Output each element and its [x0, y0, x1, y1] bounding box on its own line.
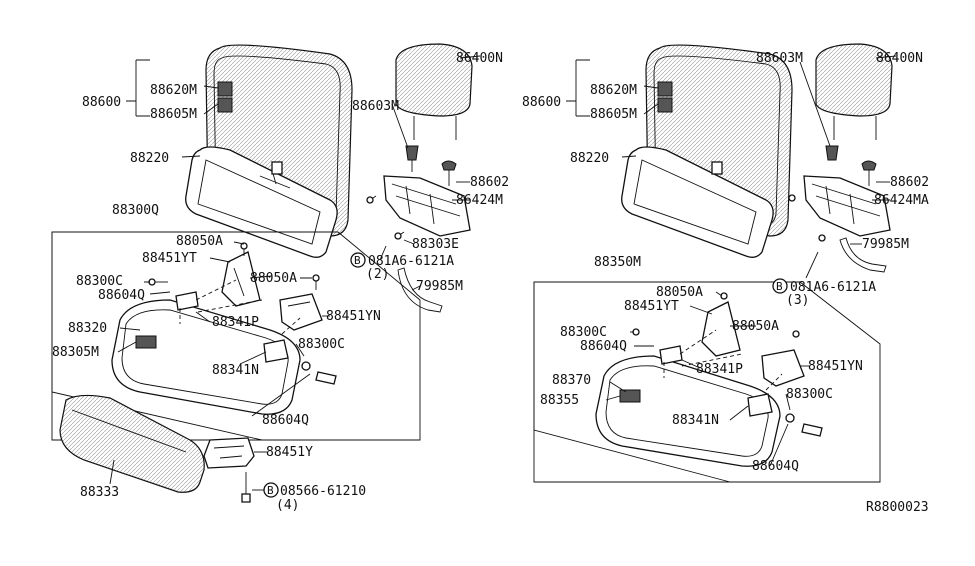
headrest-r — [815, 43, 893, 117]
bracket-88451YN — [279, 293, 323, 331]
label-88050A-2: 88050A — [250, 271, 297, 286]
label-79985M: 79985M — [416, 279, 463, 294]
label-88220: 88220 — [130, 151, 169, 166]
label-88603M: 88603M — [352, 99, 399, 114]
hinge-88341N-r — [747, 393, 773, 417]
label-88605M: 88605M — [150, 107, 197, 122]
label-88300C: 88300C — [76, 274, 123, 289]
label-88451YT: 88451YT — [142, 251, 197, 266]
label-88300C-2-r: 88300C — [786, 387, 833, 402]
label-88341P: 88341P — [212, 315, 259, 330]
label-88333: 88333 — [80, 485, 119, 500]
label-88451YN: 88451YN — [326, 309, 381, 324]
label-88050A: 88050A — [176, 234, 223, 249]
label-88341P-r: 88341P — [696, 362, 743, 377]
label-88600: 88600 — [82, 95, 121, 110]
label-bolt-qty: (2) — [366, 267, 389, 282]
label-88451YT-r: 88451YT — [624, 299, 679, 314]
label-88341N-r: 88341N — [672, 413, 719, 428]
label-88300C-2: 88300C — [298, 337, 345, 352]
strap-r — [839, 237, 887, 273]
label-bolt-08566: 08566-61210 — [280, 484, 366, 499]
hinge-88341N — [263, 339, 289, 363]
right-leaders — [566, 55, 897, 467]
hinge-88341P-r — [659, 345, 683, 365]
label-79985M-r: 79985M — [862, 237, 909, 252]
label-88305M: 88305M — [52, 345, 99, 360]
right-assembly: 88620M 88600 88605M 88220 88603M 86400N … — [522, 43, 929, 483]
label-88451YN-r: 88451YN — [808, 359, 863, 374]
label-88320: 88320 — [68, 321, 107, 336]
bracket-88451Y — [203, 437, 255, 469]
left-assembly: 88620M 88600 88605M 88220 86400N 88603M … — [51, 43, 509, 513]
diagram-id: R8800023 — [866, 500, 929, 515]
label-88602-r: 88602 — [890, 175, 929, 190]
label-88603M-r: 88603M — [756, 51, 803, 66]
label-86400N: 86400N — [456, 51, 503, 66]
hinge-88341P — [175, 291, 199, 311]
label-88602: 88602 — [470, 175, 509, 190]
label-88341N: 88341N — [212, 363, 259, 378]
label-88604Q: 88604Q — [98, 288, 145, 303]
seat-back-tag — [217, 81, 233, 97]
bolt-symbol: B — [354, 254, 361, 267]
seat-cushion-box-r — [533, 281, 881, 483]
label-88605M-r: 88605M — [590, 107, 637, 122]
seat-cushion-r — [595, 355, 781, 467]
seat-back-frame — [185, 146, 338, 258]
label-88604Q-2: 88604Q — [262, 413, 309, 428]
label-88050A-2-r: 88050A — [732, 319, 779, 334]
headrest — [395, 43, 473, 117]
bolt-symbol-r: B — [776, 280, 783, 293]
bracket-88451YT-r — [701, 301, 741, 357]
bracket-88451YN-r — [761, 349, 805, 387]
label-88303E: 88303E — [412, 237, 459, 252]
label-88451Y: 88451Y — [266, 445, 313, 460]
label-88355-r: 88355 — [540, 393, 579, 408]
seat-cushion-box — [51, 231, 421, 441]
armrest — [59, 394, 205, 493]
label-88604Q-r: 88604Q — [580, 339, 627, 354]
label-bolt-081A6: 081A6-6121A — [368, 254, 454, 269]
label-88604Q-2-r: 88604Q — [752, 459, 799, 474]
label-bolt-qty-r: (3) — [786, 293, 809, 308]
bolt-symbol-2: B — [267, 484, 274, 497]
label-88620M-r: 88620M — [590, 83, 637, 98]
label-bolt2-qty: (4) — [276, 498, 299, 513]
label-88620M: 88620M — [150, 83, 197, 98]
seat-back-frame-r — [621, 146, 774, 258]
label-88050A-r: 88050A — [656, 285, 703, 300]
label-88300C-r: 88300C — [560, 325, 607, 340]
label-88300Q: 88300Q — [112, 203, 159, 218]
label-88350M-r: 88350M — [594, 255, 641, 270]
label-bolt-081A6-r: 081A6-6121A — [790, 280, 876, 295]
label-86424MA-r: 86424MA — [874, 193, 929, 208]
label-88220-r: 88220 — [570, 151, 609, 166]
label-88600-r: 88600 — [522, 95, 561, 110]
label-86424M: 86424M — [456, 193, 503, 208]
label-88370-r: 88370 — [552, 373, 591, 388]
seat-cushion — [111, 299, 301, 415]
left-leaders — [109, 55, 481, 491]
label-86400N-r: 86400N — [876, 51, 923, 66]
